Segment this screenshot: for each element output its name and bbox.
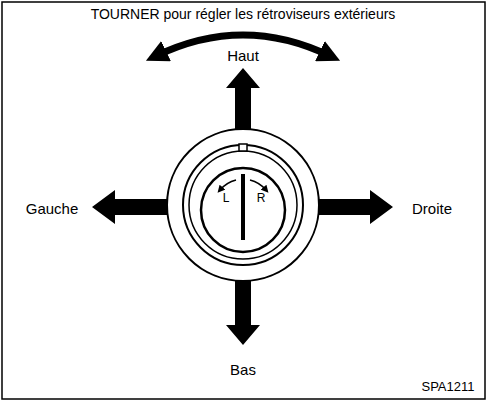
side-label: L xyxy=(223,192,230,205)
instruction-text: TOURNER pour régler les rétroviseurs ext… xyxy=(91,7,396,22)
ring xyxy=(183,145,303,265)
ring-inner xyxy=(189,151,297,259)
bezel xyxy=(167,129,319,281)
direction-label: Gauche xyxy=(26,201,79,218)
side-label: R xyxy=(257,192,266,205)
knob xyxy=(201,168,285,252)
left-turn-mark xyxy=(220,180,236,190)
right-turn-mark xyxy=(250,180,266,190)
direction-label: Bas xyxy=(230,362,256,379)
index-mark xyxy=(239,144,247,151)
direction-label: Droite xyxy=(412,201,452,218)
knob-pointer xyxy=(241,174,245,240)
figure-code: SPA1211 xyxy=(421,380,474,394)
direction-label: Haut xyxy=(227,48,259,65)
